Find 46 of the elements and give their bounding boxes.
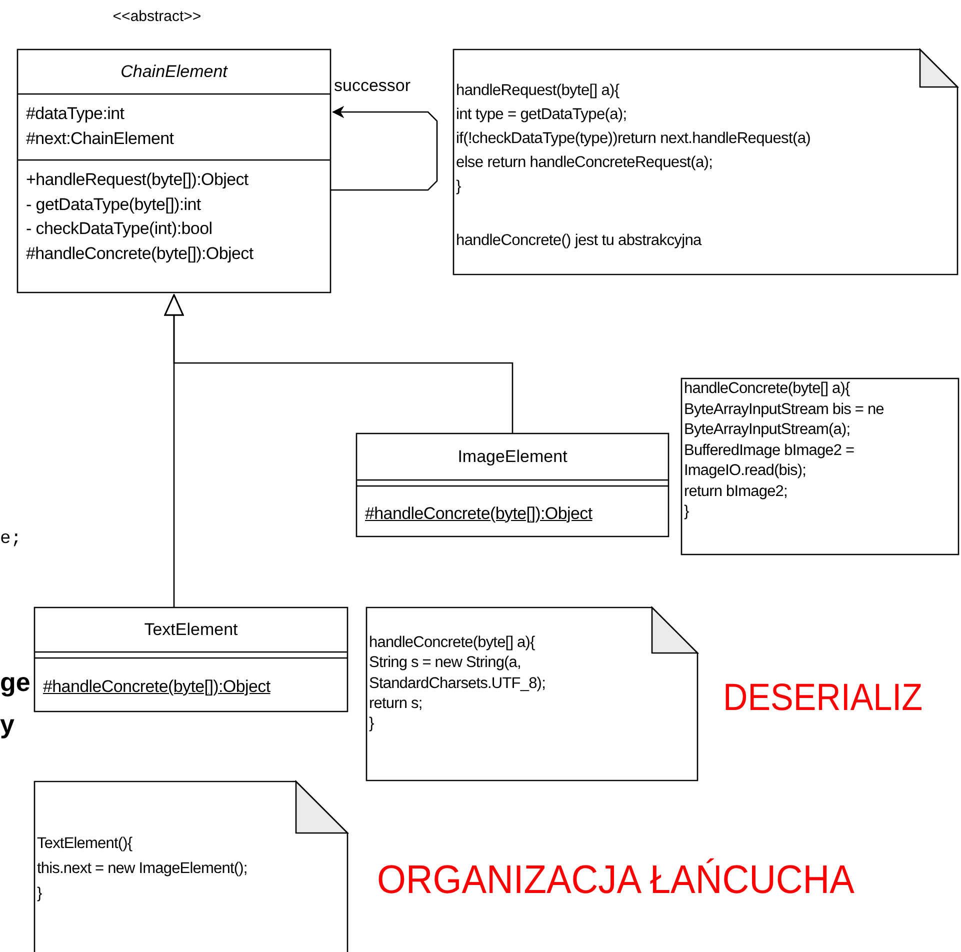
code-line: ImageIO.read(bis); [684,461,806,481]
class-name: ChainElement [120,60,229,82]
association-arrow [331,106,438,191]
method-text: #handleConcrete(byte[]):Object [43,676,270,698]
code-line: handleConcrete(byte[] a){ [684,379,850,399]
method-text: #handleConcrete(byte[]):Object [365,502,592,524]
code-line: return s; [369,694,422,714]
code-line: TextElement(){ [37,834,132,854]
code-line: } [37,884,42,904]
note-box [34,781,348,952]
code-line: return bImage2; [684,482,788,502]
section-heading: ORGANIZACJA ŁAŃCUCHA [377,858,854,902]
stereotype-label: <<abstract>> [112,7,202,27]
code-line: } [456,177,461,197]
code-fragment: e; [0,530,22,550]
code-line: handleRequest(byte[] a){ [456,81,620,101]
code-line: else return handleConcreteRequest(a); [456,153,713,173]
class-box [34,607,348,712]
note-box [453,49,958,275]
code-line: int type = getDataType(a); [456,105,627,125]
section-heading: DESERIALIZ [723,678,923,720]
text-fragment: ge [0,668,30,697]
class-name: TextElement [143,618,239,640]
attribute-text: #next:ChainElement [26,128,174,150]
attribute-text: #dataType:int [26,103,124,125]
code-line: BufferedImage bImage2 = [684,440,854,460]
inheritance-arrow [164,294,184,607]
note-box [366,607,698,781]
code-line: } [369,714,374,734]
code-line: } [684,502,689,522]
method-text: +handleRequest(byte[]):Object [26,169,248,191]
code-line: String s = new String(a, [369,653,521,674]
text-fragment: y [0,710,14,739]
method-text: - getDataType(byte[]):int [26,194,201,216]
code-line: handleConcrete(byte[] a){ [369,633,535,653]
code-line: handleConcrete() jest tu abstrakcyjna [456,231,702,251]
code-line: ByteArrayInputStream(a); [684,420,850,440]
class-box [356,433,669,537]
code-line: this.next = new ImageElement(); [37,859,248,879]
code-line: StandardCharsets.UTF_8); [369,674,546,694]
class-name: ImageElement [456,446,568,468]
method-text: #handleConcrete(byte[]):Object [26,242,254,264]
method-text: - checkDataType(int):bool [26,218,212,240]
note-box [681,378,959,555]
code-line: ByteArrayInputStream bis = ne [684,400,884,420]
code-line: if(!checkDataType(type))return next.handleRequest(a) [456,129,810,149]
